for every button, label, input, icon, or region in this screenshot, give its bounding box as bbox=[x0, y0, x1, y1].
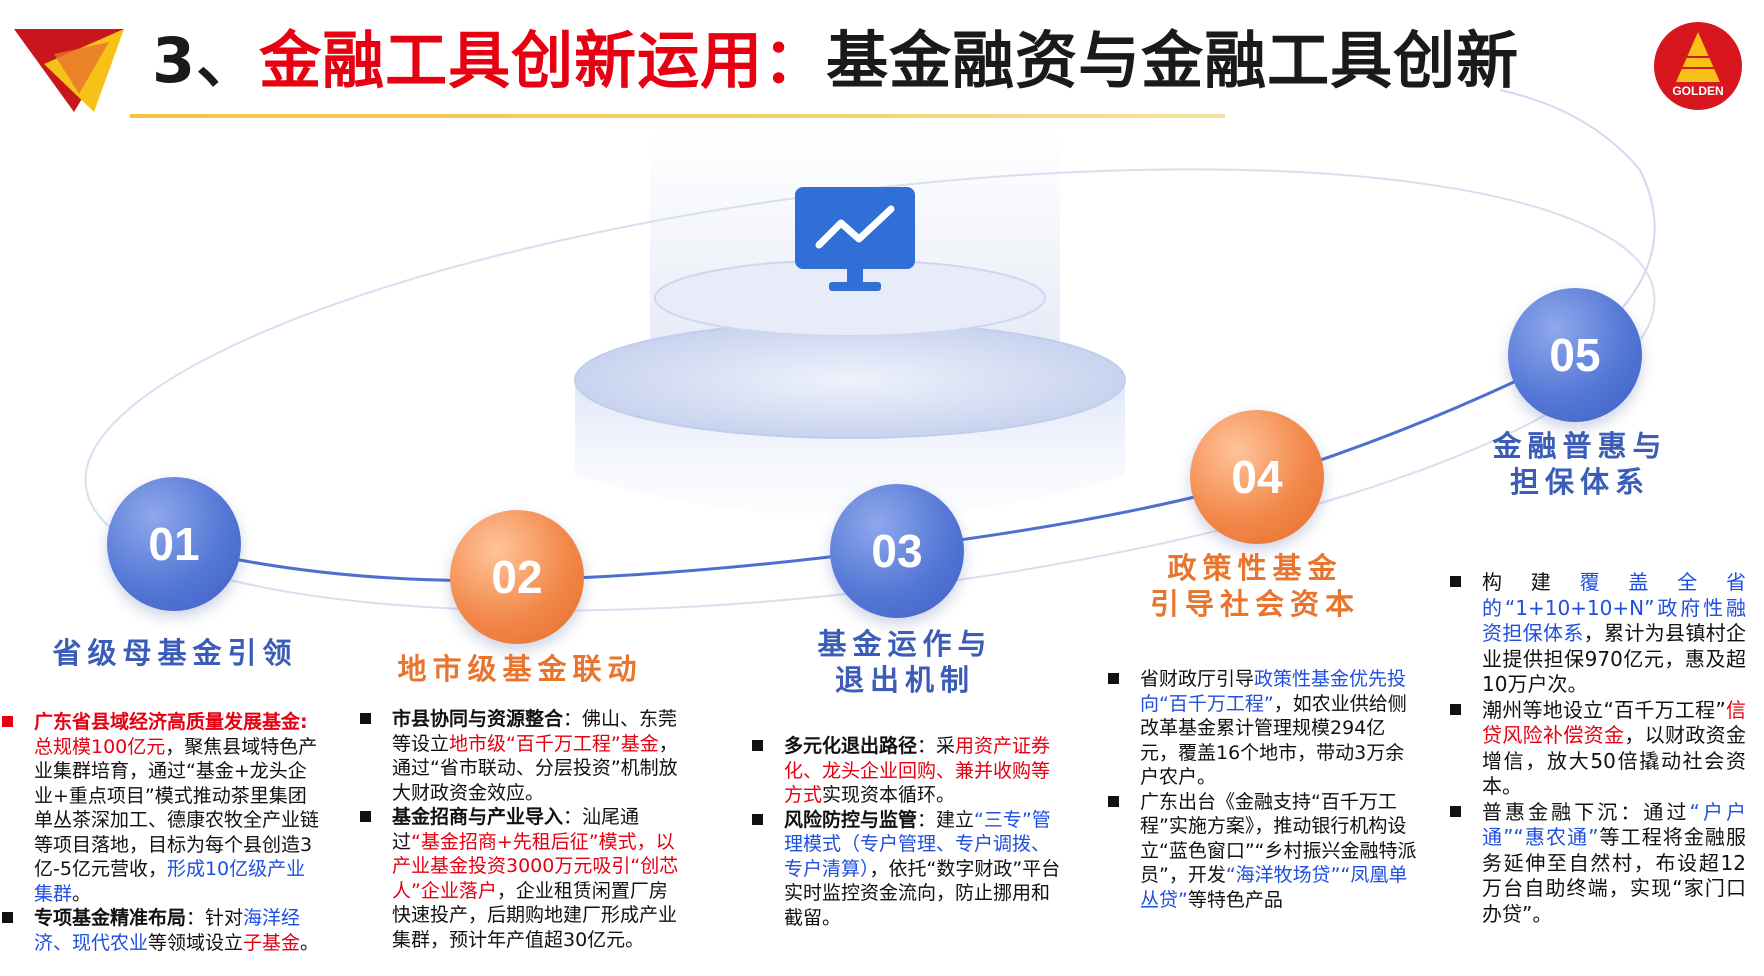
title-rest: 基金融资与金融工具创新 bbox=[826, 24, 1520, 97]
col3-item-2: 风险防控与监管：建立“三专”管理模式（专户管理、专户调拨、专户清算），依托“数字… bbox=[752, 808, 1062, 931]
col5-item-1: 构建覆盖全省的“1+10+10+N”政府性融资担保体系，累计为县镇村企业提供担保… bbox=[1450, 570, 1746, 698]
bullet-icon bbox=[752, 813, 763, 825]
col5-text: 构建覆盖全省的“1+10+10+N”政府性融资担保体系，累计为县镇村企业提供担保… bbox=[1450, 570, 1746, 927]
bullet-icon bbox=[360, 713, 371, 724]
title-underline bbox=[130, 114, 1225, 118]
bullet-icon bbox=[360, 811, 371, 822]
col4-text: 省财政厅引导政策性基金优先投向“百千万工程”，如农业供给侧改革基金累计管理规模2… bbox=[1108, 667, 1420, 912]
page-title: 3、金融工具创新运用：基金融资与金融工具创新 bbox=[152, 10, 1519, 100]
stage-05-label: 金融普惠与 担保体系 bbox=[1492, 429, 1668, 499]
stage-02-circle: 02 bbox=[450, 510, 584, 644]
triangle-logo-icon bbox=[14, 29, 124, 112]
golden-pyramid-logo-icon: GOLDEN bbox=[1654, 22, 1742, 110]
orbit-front bbox=[1499, 89, 1656, 356]
col5-item-3: 普惠金融下沉：通过“户户通”“惠农通”等工程将金融服务延伸至自然村，布设超12万… bbox=[1450, 800, 1746, 928]
stage-01-circle: 01 bbox=[107, 477, 241, 611]
col2-text: 市县协同与资源整合：佛山、东莞等设立地市级“百千万工程”基金，通过“省市联动、分… bbox=[360, 707, 682, 952]
title-highlight: 金融工具创新运用： bbox=[259, 24, 827, 97]
col1-text: 广东省县域经济高质量发展基金: 总规模100亿元，聚焦县域特色产业集群培育，通过… bbox=[2, 710, 324, 955]
bullet-icon bbox=[1450, 703, 1461, 715]
title-prefix: 3、 bbox=[152, 24, 260, 97]
bullet-icon bbox=[2, 716, 13, 727]
monitor-chart-icon bbox=[795, 187, 915, 297]
logo-text: GOLDEN bbox=[1672, 84, 1724, 98]
bullet-icon bbox=[1450, 805, 1461, 817]
pedestal-top bbox=[574, 321, 1126, 439]
stage-03-circle: 03 bbox=[830, 484, 964, 618]
stage-04-label: 政策性基金 引导社会资本 bbox=[1149, 551, 1360, 621]
col2-item-1: 市县协同与资源整合：佛山、东莞等设立地市级“百千万工程”基金，通过“省市联动、分… bbox=[360, 707, 682, 805]
col3-item-1: 多元化退出路径：采用资产证券化、龙头企业回购、兼并收购等方式实现资本循环。 bbox=[752, 734, 1062, 808]
col5-item-2: 潮州等地设立“百千万工程”信贷风险补偿资金，以财政资金增信，放大50倍撬动社会资… bbox=[1450, 698, 1746, 800]
stage-02-label: 地市级基金联动 bbox=[397, 652, 643, 686]
stage-01-label: 省级母基金引领 bbox=[52, 636, 298, 670]
col1-item-2: 专项基金精准布局：针对海洋经济、现代农业等领域设立子基金。 bbox=[2, 906, 324, 955]
col3-text: 多元化退出路径：采用资产证券化、龙头企业回购、兼并收购等方式实现资本循环。 风险… bbox=[752, 734, 1062, 930]
col1-item-1: 广东省县域经济高质量发展基金: 总规模100亿元，聚焦县域特色产业集群培育，通过… bbox=[2, 710, 324, 906]
bullet-icon bbox=[1108, 795, 1119, 807]
stage-05-circle: 05 bbox=[1508, 288, 1642, 422]
bullet-icon bbox=[1450, 576, 1461, 587]
stage-03-label: 基金运作与 退出机制 bbox=[817, 627, 993, 697]
bullet-icon bbox=[1108, 673, 1119, 684]
col2-item-2: 基金招商与产业导入：汕尾通过“基金招商+先租后征”模式，以产业基金投资3000万… bbox=[360, 805, 682, 952]
col4-item-2: 广东出台《金融支持“百千万工程”实施方案》，推动银行机构设立“蓝色窗口”“乡村振… bbox=[1108, 790, 1420, 913]
col4-item-1: 省财政厅引导政策性基金优先投向“百千万工程”，如农业供给侧改革基金累计管理规模2… bbox=[1108, 667, 1420, 790]
bullet-icon bbox=[752, 740, 763, 751]
stage-04-circle: 04 bbox=[1190, 410, 1324, 544]
bullet-icon bbox=[2, 912, 13, 923]
